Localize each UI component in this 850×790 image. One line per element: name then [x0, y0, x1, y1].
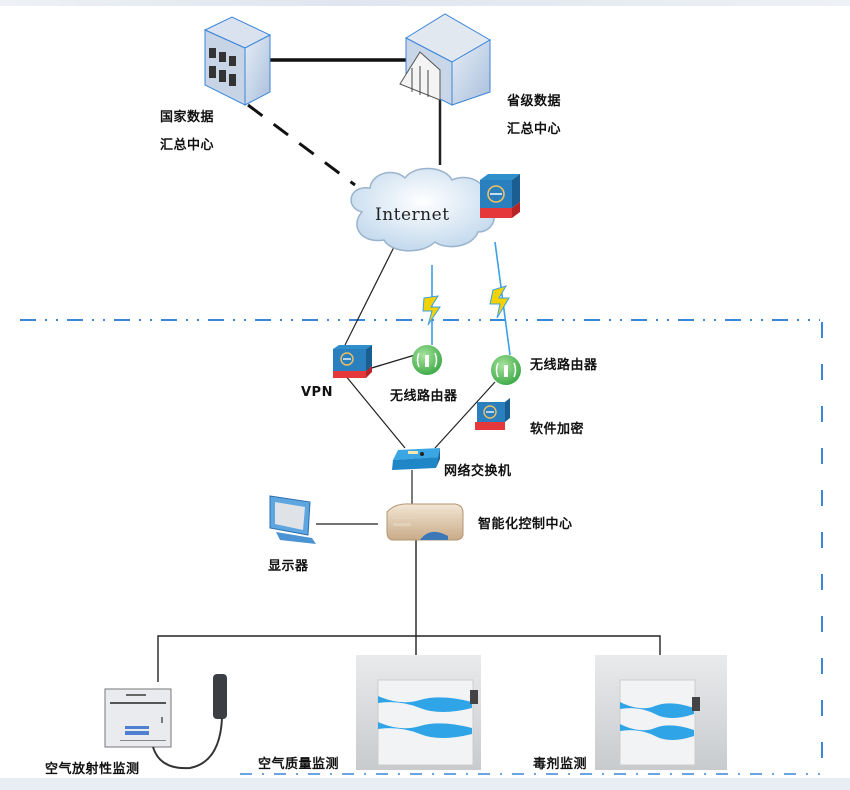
radioactivity-label: 空气放射性监测	[45, 762, 140, 777]
lightning-bolt-icon	[489, 285, 510, 319]
router-left-label: 无线路由器	[390, 389, 458, 404]
wireless-router-icon	[491, 355, 521, 385]
label-line-1: 国家数据	[160, 110, 215, 125]
link-vpn-switch	[344, 374, 406, 449]
wireless-router-icon	[412, 345, 442, 375]
control-center-label: 智能化控制中心	[478, 517, 573, 532]
provincial-center-label-2: 汇总中心	[507, 118, 561, 137]
toxicant-label: 毒剂监测	[533, 757, 588, 772]
link-national-internet	[247, 103, 356, 187]
router-right-label: 无线路由器	[530, 358, 598, 373]
network-switch-icon	[392, 448, 440, 470]
bottom-edge-strip	[0, 778, 850, 790]
national-center-label-2: 汇总中心	[160, 134, 214, 153]
label-line-2: 汇总中心	[507, 122, 562, 137]
analyzer-icon	[356, 655, 481, 770]
detector-box-icon	[104, 688, 172, 748]
link-bus	[157, 635, 661, 682]
link-router-switch	[434, 381, 496, 449]
label-line-1: 省级数据	[507, 94, 562, 109]
firewall-icon	[480, 174, 520, 218]
switch-label: 网络交换机	[444, 464, 512, 479]
vpn-label: VPN	[301, 385, 333, 400]
analyzer-icon	[595, 655, 727, 770]
national-center-label: 国家数据	[160, 106, 214, 125]
lightning-bolt-icon	[422, 295, 441, 326]
encryption-firewall-icon	[475, 398, 510, 430]
server-icon	[386, 503, 464, 541]
building-icon	[203, 16, 272, 106]
link-internet-vpn	[344, 244, 396, 346]
building-icon	[399, 13, 491, 106]
monitor-icon	[269, 495, 316, 544]
top-edge-strip	[0, 0, 850, 6]
software-encryption-label: 软件加密	[530, 422, 585, 437]
connections	[157, 58, 661, 682]
monitor-label: 显示器	[268, 559, 309, 574]
vpn-firewall-icon	[333, 345, 372, 378]
link-vpn-router	[364, 354, 416, 371]
provincial-center-label: 省级数据	[507, 90, 561, 109]
lan-boundary	[20, 319, 823, 775]
internet-label: Internet	[375, 205, 450, 225]
air-quality-label: 空气质量监测	[258, 757, 340, 772]
label-line-2: 汇总中心	[160, 138, 215, 153]
antenna-icon	[152, 674, 227, 770]
